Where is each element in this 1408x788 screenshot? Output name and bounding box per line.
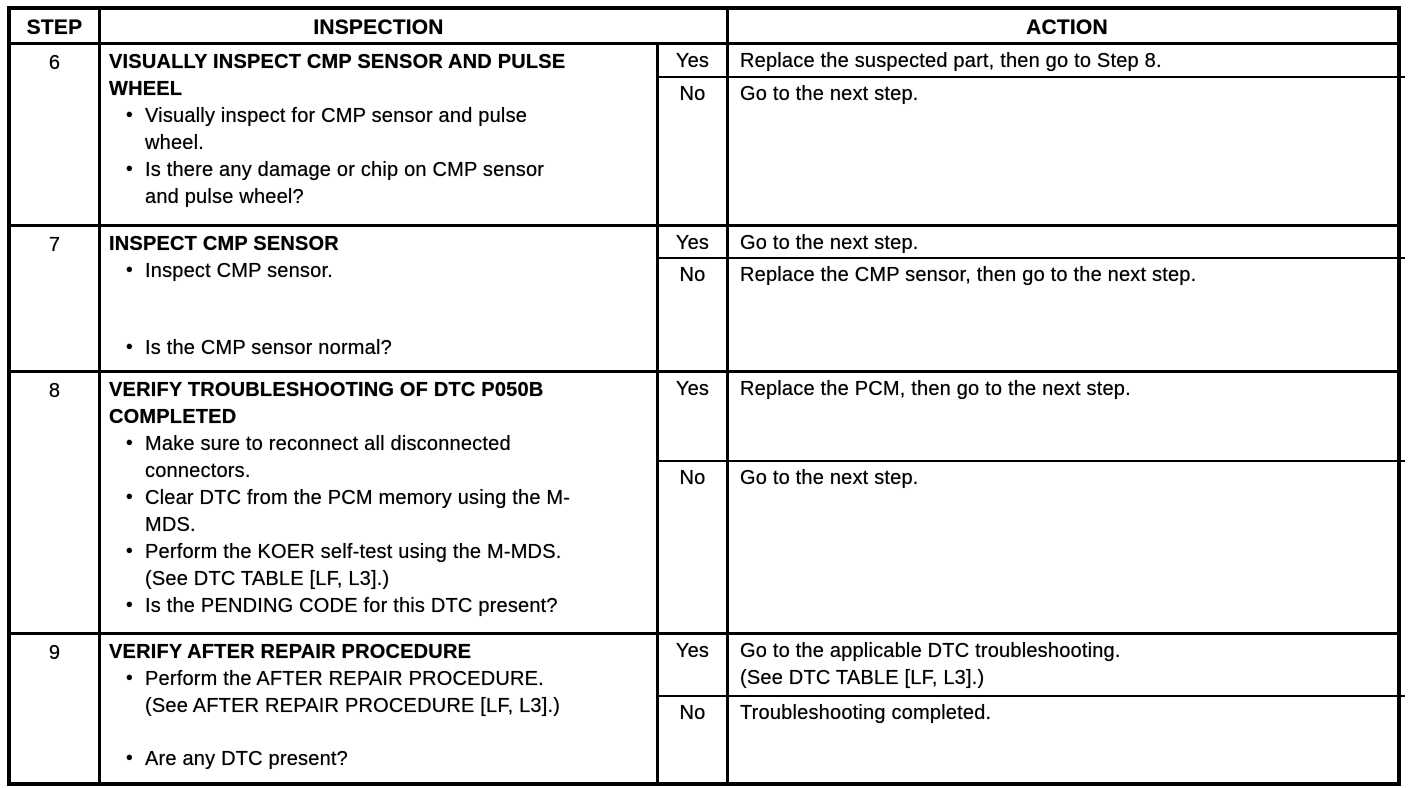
- table-header-row: STEP INSPECTION ACTION: [11, 10, 1397, 45]
- no-label: No: [656, 695, 726, 782]
- table-row-step-8: 8 VERIFY TROUBLESHOOTING OF DTC P050B CO…: [11, 370, 1405, 632]
- inspection-bullet: Inspect CMP sensor.: [109, 257, 650, 285]
- yes-action: Replace the suspected part, then go to S…: [726, 45, 1405, 76]
- step-number: 6: [48, 52, 61, 74]
- header-action: ACTION: [726, 10, 1405, 42]
- step-number: 9: [48, 642, 61, 664]
- inspection-title: VERIFY TROUBLESHOOTING OF DTC P050B COMP…: [109, 379, 544, 428]
- yes-label: Yes: [656, 373, 726, 460]
- inspection-bullet: Clear DTC from the PCM memory using the …: [109, 484, 650, 539]
- header-inspection: INSPECTION: [98, 10, 726, 42]
- inspection-title: VERIFY AFTER REPAIR PROCEDURE: [109, 641, 472, 663]
- inspection-bullet: Make sure to reconnect all disconnected …: [109, 430, 650, 485]
- inspection-bullet: Perform the KOER self-test using the M-M…: [109, 538, 650, 593]
- troubleshooting-table: STEP INSPECTION ACTION 6 VISUALLY INSPEC…: [7, 6, 1405, 786]
- yes-label: Yes: [656, 45, 726, 76]
- yes-label: Yes: [656, 227, 726, 257]
- inspection-title: INSPECT CMP SENSOR: [109, 233, 339, 255]
- no-action: Troubleshooting completed.: [726, 695, 1405, 782]
- inspection-bullet: Are any DTC present?: [109, 745, 650, 773]
- inspection-bullet: Is the PENDING CODE for this DTC present…: [109, 592, 650, 620]
- table-row-step-7: 7 INSPECT CMP SENSOR Inspect CMP sensor.…: [11, 224, 1405, 370]
- no-label: No: [656, 76, 726, 224]
- yes-action: Go to the next step.: [726, 227, 1405, 257]
- inspection-bullet: Perform the AFTER REPAIR PROCEDURE. (See…: [109, 665, 650, 720]
- inspection-cell: VISUALLY INSPECT CMP SENSOR AND PULSE WH…: [98, 45, 656, 224]
- table-row-step-9: 9 VERIFY AFTER REPAIR PROCEDURE Perform …: [11, 632, 1405, 782]
- inspection-cell: VERIFY TROUBLESHOOTING OF DTC P050B COMP…: [98, 373, 656, 632]
- yes-action: Replace the PCM, then go to the next ste…: [726, 373, 1405, 460]
- no-action: Go to the next step.: [726, 76, 1405, 224]
- inspection-cell: INSPECT CMP SENSOR Inspect CMP sensor. I…: [98, 227, 656, 370]
- no-label: No: [656, 460, 726, 632]
- yes-label: Yes: [656, 635, 726, 695]
- yes-action: Go to the applicable DTC troubleshooting…: [726, 635, 1405, 695]
- no-action: Go to the next step.: [726, 460, 1405, 632]
- inspection-bullet: Is there any damage or chip on CMP senso…: [109, 156, 650, 211]
- inspection-bullet: Visually inspect for CMP sensor and puls…: [109, 102, 650, 157]
- inspection-title: VISUALLY INSPECT CMP SENSOR AND PULSE WH…: [109, 51, 566, 100]
- step-number: 7: [48, 234, 61, 256]
- step-number: 8: [48, 380, 61, 402]
- inspection-cell: VERIFY AFTER REPAIR PROCEDURE Perform th…: [98, 635, 656, 782]
- no-label: No: [656, 257, 726, 370]
- inspection-bullet: Is the CMP sensor normal?: [109, 334, 650, 362]
- header-step: STEP: [26, 16, 83, 39]
- no-action: Replace the CMP sensor, then go to the n…: [726, 257, 1405, 370]
- table-row-step-6: 6 VISUALLY INSPECT CMP SENSOR AND PULSE …: [11, 45, 1405, 224]
